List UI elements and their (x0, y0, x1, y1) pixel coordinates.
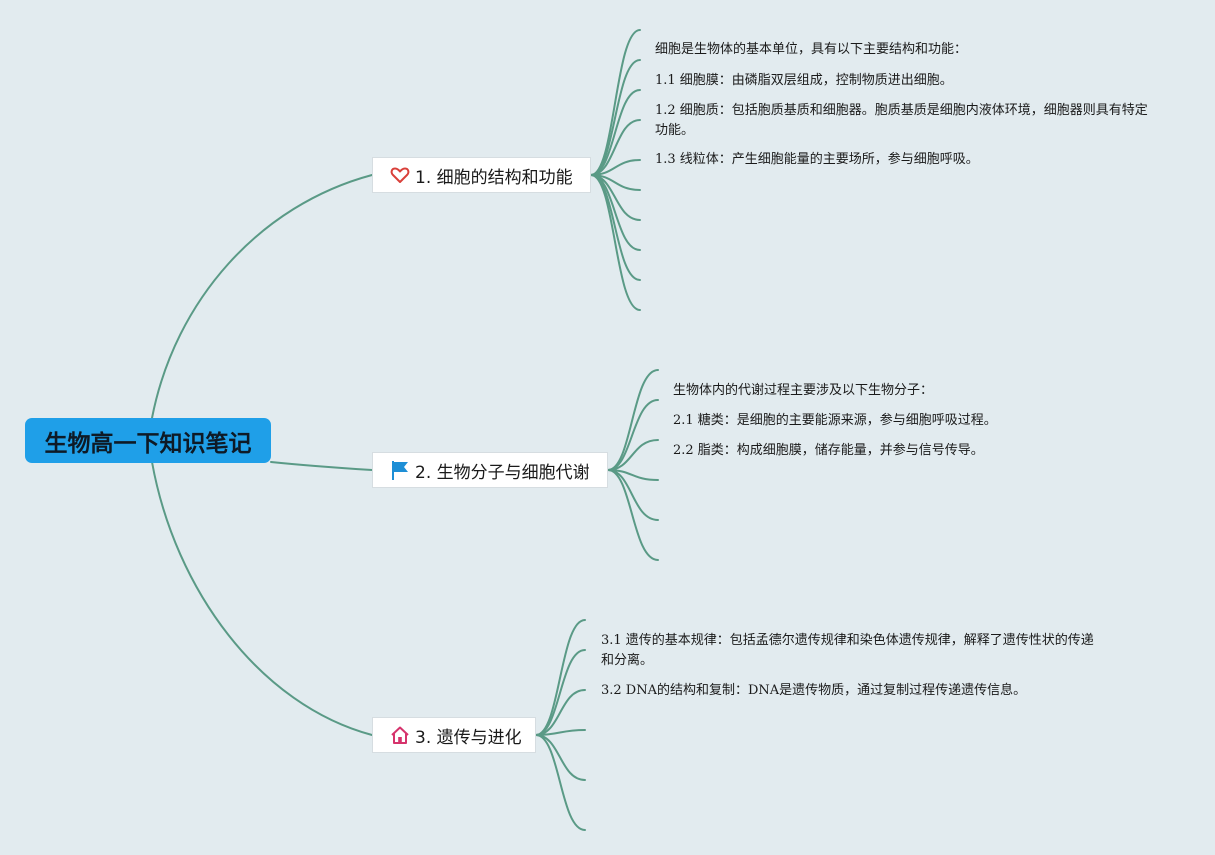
connector-root-branch-3 (151, 461, 373, 736)
note-dna-structure[interactable]: 3.2 DNA的结构和复制：DNA是遗传物质，通过复制过程传递遗传信息。 (601, 683, 1027, 698)
topic-biomolecules-metabolism[interactable]: 2. 生物分子与细胞代谢 (372, 452, 608, 488)
note-carbohydrates[interactable]: 2.1 糖类：是细胞的主要能源来源，参与细胞呼吸过程。 (673, 413, 997, 428)
central-topic[interactable]: 生物高一下知识笔记 (25, 418, 271, 463)
connector-root-branch-1 (151, 174, 373, 419)
connector-root-branch-2 (270, 461, 373, 471)
topic-label: 3. 遗传与进化 (415, 727, 522, 748)
note-mitochondria[interactable]: 1.3 线粒体：产生细胞能量的主要场所，参与细胞呼吸。 (655, 152, 979, 167)
flag-icon (389, 459, 411, 481)
topic-label: 2. 生物分子与细胞代谢 (415, 462, 590, 483)
heart-icon (389, 164, 411, 186)
connector-fan-branch-3 (535, 619, 586, 831)
topic-heredity-evolution[interactable]: 3. 遗传与进化 (372, 717, 536, 753)
topic-label: 1. 细胞的结构和功能 (415, 167, 573, 188)
note-cell-intro[interactable]: 细胞是生物体的基本单位，具有以下主要结构和功能： (655, 42, 968, 57)
note-heredity-laws[interactable]: 3.1 遗传的基本规律：包括孟德尔遗传规律和染色体遗传规律，解释了遗传性状的传递… (601, 633, 1094, 668)
note-cell-membrane[interactable]: 1.1 细胞膜：由磷脂双层组成，控制物质进出细胞。 (655, 73, 953, 88)
connector-fan-branch-2 (607, 369, 659, 561)
home-icon (389, 724, 411, 746)
connector-fan-branch-1 (590, 29, 641, 311)
note-metabolism-intro[interactable]: 生物体内的代谢过程主要涉及以下生物分子： (673, 383, 934, 398)
central-topic-label: 生物高一下知识笔记 (44, 430, 252, 457)
note-lipids[interactable]: 2.2 脂类：构成细胞膜，储存能量，并参与信号传导。 (673, 443, 984, 458)
topic-cell-structure[interactable]: 1. 细胞的结构和功能 (372, 157, 591, 193)
note-cytoplasm[interactable]: 1.2 细胞质：包括胞质基质和细胞器。胞质基质是细胞内液体环境，细胞器则具有特定… (655, 103, 1148, 138)
